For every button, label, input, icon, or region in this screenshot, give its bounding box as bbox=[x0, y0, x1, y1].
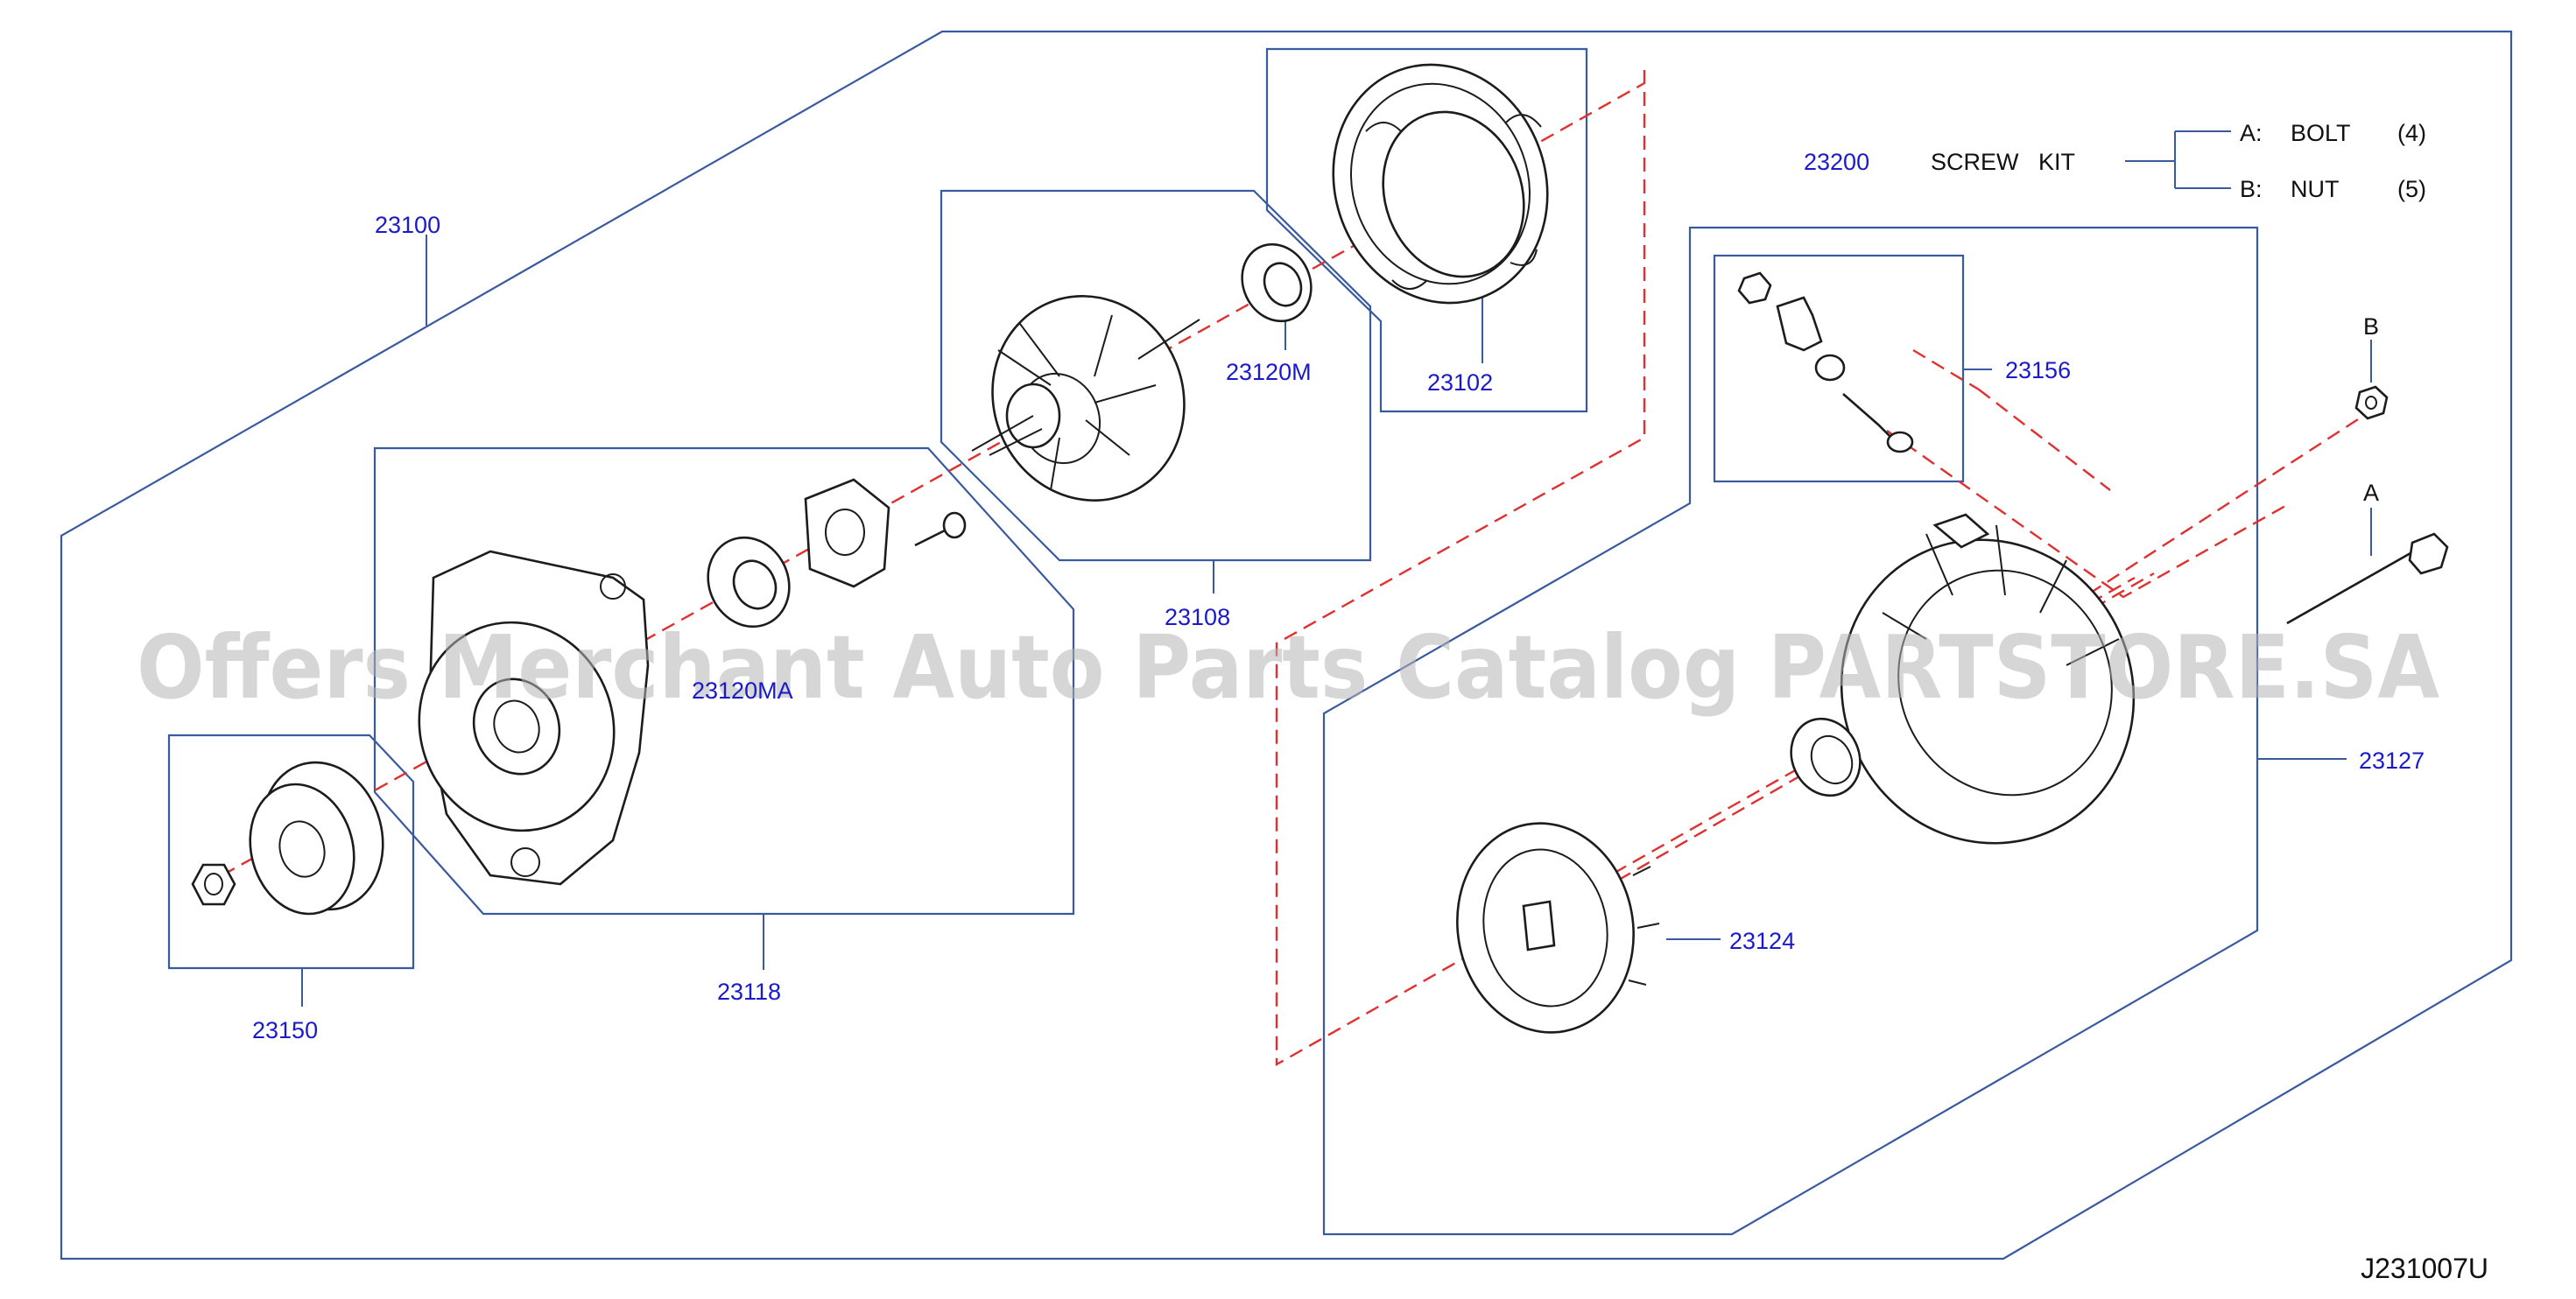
frame-23127 bbox=[1322, 226, 2259, 1236]
screw-kit-qty-a: (4) bbox=[2397, 120, 2426, 146]
terminal-set-23156 bbox=[1737, 271, 1914, 453]
screw-kit-key-b: B: bbox=[2240, 176, 2263, 202]
rear-seal bbox=[1790, 717, 1862, 797]
frame-23102 bbox=[1265, 47, 1588, 413]
screw-kit-qty-b: (5) bbox=[2397, 176, 2426, 202]
screw-kit-key-a: A: bbox=[2240, 120, 2263, 146]
diagram-code: J231007U bbox=[2361, 1253, 2488, 1284]
frame-23150 bbox=[167, 734, 415, 970]
callout-23200: 23200 bbox=[1804, 149, 1869, 175]
callout-23102: 23102 bbox=[1427, 369, 1493, 396]
retainer-plate bbox=[804, 478, 890, 588]
nut-b bbox=[2354, 385, 2389, 420]
callout-23118: 23118 bbox=[717, 979, 781, 1005]
frame-23118 bbox=[373, 446, 1075, 916]
front-housing-23118 bbox=[418, 550, 650, 886]
leader-lines bbox=[301, 130, 2372, 1007]
marker-b: B bbox=[2363, 313, 2379, 340]
bearing-23120m bbox=[1241, 242, 1313, 323]
callout-23120ma: 23120MA bbox=[692, 678, 793, 704]
rotor-23108 bbox=[971, 295, 1200, 502]
pulley-nut bbox=[191, 863, 236, 906]
screw-kit-label: SCREW KIT bbox=[1931, 149, 2075, 175]
screw-kit-name-a: BOLT bbox=[2291, 120, 2351, 146]
callout-23127: 23127 bbox=[2359, 748, 2425, 774]
callout-23108: 23108 bbox=[1165, 604, 1230, 630]
marker-a: A bbox=[2363, 480, 2379, 506]
callout-23156: 23156 bbox=[2005, 357, 2071, 383]
stator-23102 bbox=[1332, 63, 1549, 305]
callout-23100: 23100 bbox=[375, 212, 440, 238]
plate-screw bbox=[914, 511, 967, 547]
callout-23120m: 23120M bbox=[1226, 359, 1312, 385]
pulley-23150 bbox=[249, 761, 384, 916]
rear-housing-23127 bbox=[1840, 513, 2136, 845]
assembly-frame-23100 bbox=[60, 30, 2513, 1260]
screw-kit-name-b: NUT bbox=[2291, 176, 2340, 202]
through-bolt-a bbox=[2286, 532, 2449, 625]
bearing-23120ma bbox=[707, 536, 791, 628]
watermark: Offers Merchant Auto Parts Catalog PARTS… bbox=[137, 616, 2439, 719]
frame-23108 bbox=[940, 189, 1372, 562]
regulator-23124 bbox=[1456, 822, 1660, 1034]
callout-23150: 23150 bbox=[252, 1017, 318, 1043]
callout-23124: 23124 bbox=[1729, 928, 1795, 954]
